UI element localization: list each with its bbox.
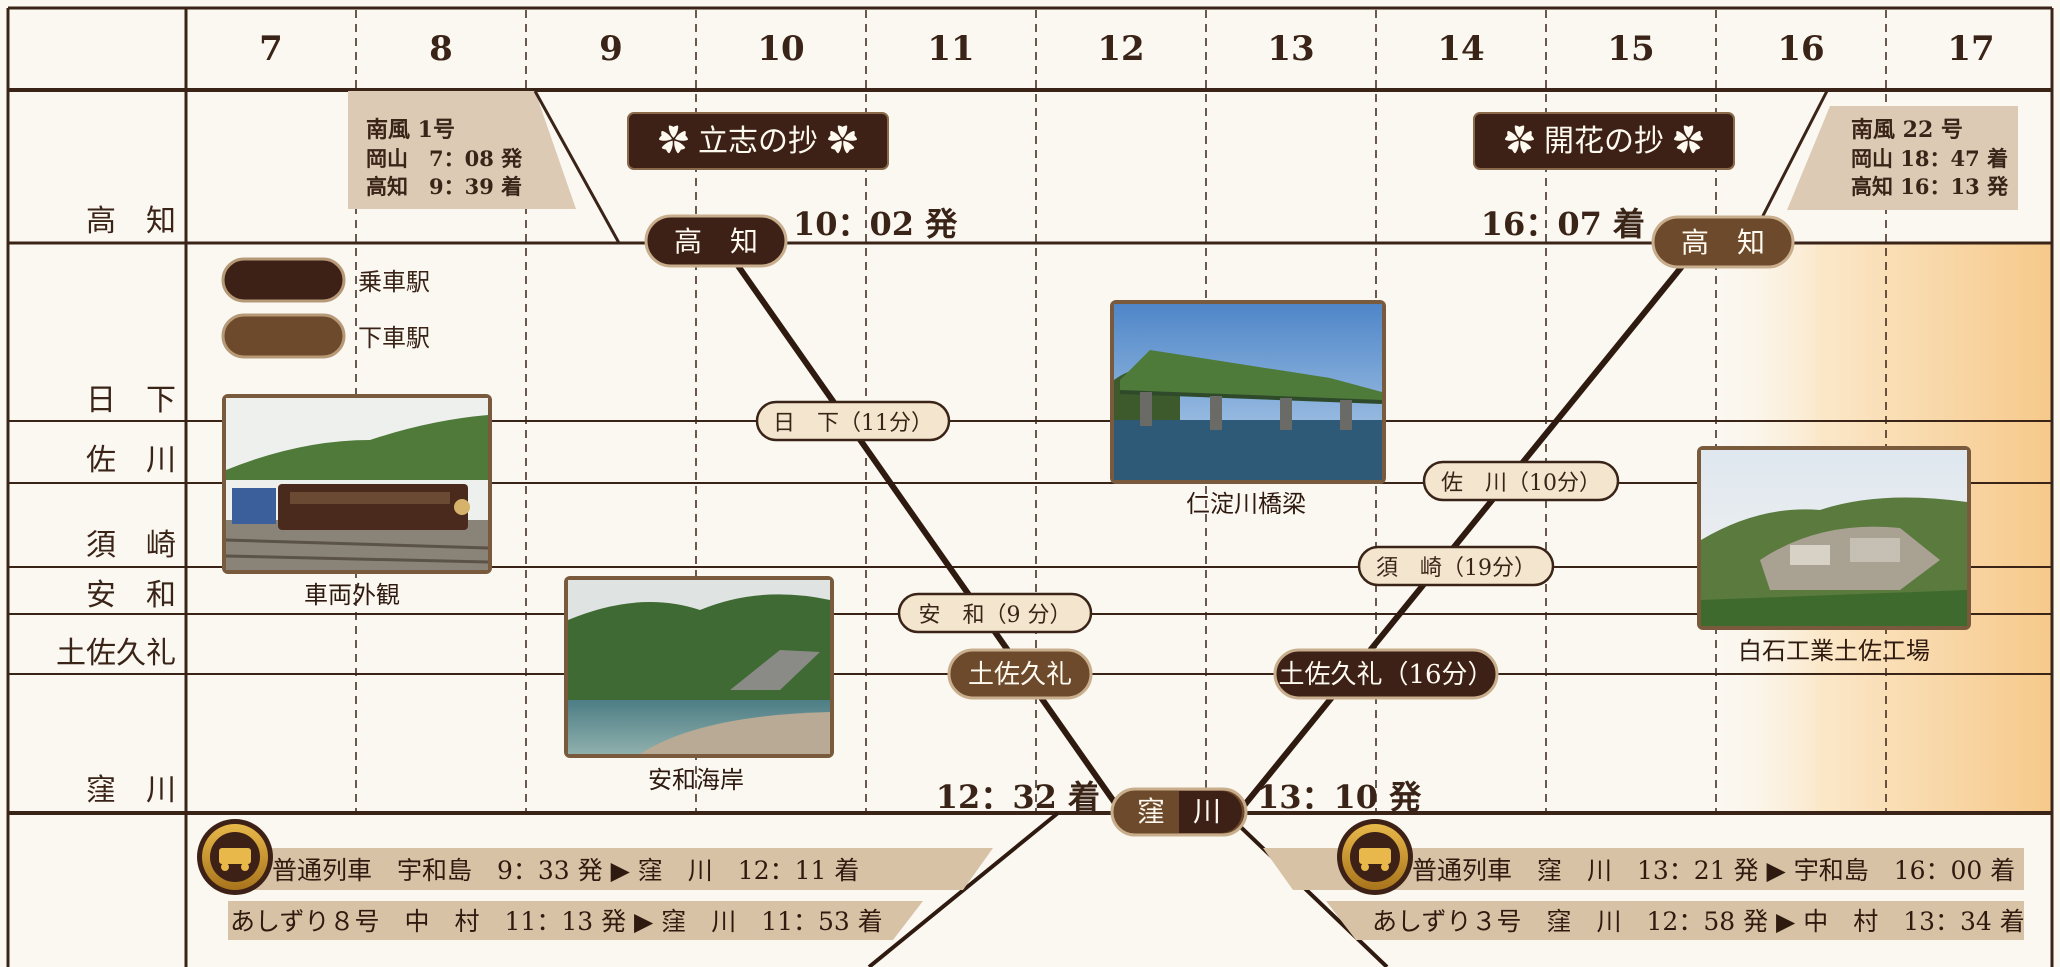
time-labels: 10：02 発 16：07 着 12：32 着 13：10 発 bbox=[793, 205, 1645, 816]
time-kubokawa-arr: 12：32 着 bbox=[936, 778, 1100, 816]
station-awa: 安 和 bbox=[86, 578, 176, 613]
footer-right: 普通列車 窪 川 13：21 発 ▶ 宇和島 16：00 着 あしずり３号 窪 … bbox=[1263, 848, 2025, 940]
photo-niyodo: 仁淀川橋梁 bbox=[1110, 300, 1386, 518]
title-kaika: ✿ 開花の抄 ✿ bbox=[1473, 112, 1735, 170]
pill-kubokawa: 窪 川 bbox=[1110, 787, 1248, 837]
pill-tosakure-2-label: 土佐久礼（16分） bbox=[1278, 660, 1493, 690]
pill-awa-label: 安 和（9 分） bbox=[919, 603, 1072, 628]
hour-13: 13 bbox=[1267, 29, 1314, 69]
footer-right-line2: あしずり３号 窪 川 12：58 発 ▶ 中 村 13：34 着 bbox=[1372, 907, 2025, 936]
title-risshi: ✿ 立志の抄 ✿ bbox=[627, 112, 889, 170]
pill-kubokawa-label: 窪 川 bbox=[1137, 795, 1221, 828]
station-tosakure: 土佐久礼 bbox=[56, 636, 176, 671]
nankaze22-arr: 岡山 18：47 着 bbox=[1851, 146, 2008, 171]
legend-alighting-swatch bbox=[221, 313, 346, 359]
route-outbound bbox=[719, 241, 1125, 815]
pill-sakawa: 佐 川（10分） bbox=[1422, 460, 1620, 502]
hour-10: 10 bbox=[757, 29, 804, 69]
pill-tosakure-1-label: 土佐久礼 bbox=[968, 660, 1072, 690]
time-kubokawa-dep: 13：10 発 bbox=[1257, 778, 1422, 816]
legend: 乗車駅 下車駅 bbox=[221, 257, 430, 359]
hour-16: 16 bbox=[1777, 29, 1824, 69]
nankaze22-dep: 高知 16：13 発 bbox=[1851, 174, 2009, 199]
hour-17: 17 bbox=[1947, 29, 1994, 69]
pill-susaki: 須 崎（19分） bbox=[1357, 545, 1555, 587]
photo-exterior: 車両外観 bbox=[222, 394, 492, 609]
legend-boarding-label: 乗車駅 bbox=[358, 268, 430, 296]
connection-nankaze22: 南風 22 号 岡山 18：47 着 高知 16：13 発 bbox=[1747, 90, 2018, 244]
pill-susaki-label: 須 崎（19分） bbox=[1376, 556, 1536, 581]
time-kochi-arr: 16：07 着 bbox=[1481, 205, 1645, 243]
nankaze22-name: 南風 22 号 bbox=[1851, 117, 1963, 143]
nankaze1-dep: 岡山 7：08 発 bbox=[366, 146, 523, 171]
nankaze1-arr: 高知 9：39 着 bbox=[366, 174, 522, 199]
hour-14: 14 bbox=[1437, 29, 1484, 69]
station-sakawa: 佐 川 bbox=[86, 443, 176, 478]
pill-kusaka: 日 下（11分） bbox=[755, 400, 951, 442]
hour-15: 15 bbox=[1607, 29, 1654, 69]
pill-kusaka-label: 日 下（11分） bbox=[773, 411, 933, 436]
railway-logo-left bbox=[197, 819, 273, 895]
station-labels: 高 知 日 下 佐 川 須 崎 安 和 土佐久礼 窪 川 bbox=[56, 204, 176, 808]
hour-12: 12 bbox=[1097, 29, 1144, 69]
title-kaika-text: ✿ 開花の抄 ✿ bbox=[1504, 124, 1703, 159]
photo-awa-coast-caption: 安和海岸 bbox=[648, 766, 744, 794]
nankaze1-name: 南風 1号 bbox=[366, 117, 455, 143]
pill-kochi-end-label: 高 知 bbox=[1681, 226, 1765, 259]
pill-kochi-start: 高 知 bbox=[644, 214, 788, 268]
photo-exterior-caption: 車両外観 bbox=[304, 581, 400, 609]
photo-niyodo-caption: 仁淀川橋梁 bbox=[1186, 490, 1306, 518]
photo-shiraishi-caption: 白石工業土佐工場 bbox=[1738, 637, 1930, 665]
footer-left-line1: 普通列車 宇和島 9：33 発 ▶ 窪 川 12：11 着 bbox=[272, 856, 859, 885]
title-risshi-text: ✿ 立志の抄 ✿ bbox=[658, 124, 857, 159]
pill-tosakure-2: 土佐久礼（16分） bbox=[1273, 648, 1499, 700]
connection-nankaze1: 南風 1号 岡山 7：08 発 高知 9：39 着 bbox=[348, 90, 621, 244]
pill-kochi-start-label: 高 知 bbox=[674, 225, 758, 258]
footer-left-line2: あしずり８号 中 村 11：13 発 ▶ 窪 川 11：53 着 bbox=[230, 907, 883, 936]
hour-7: 7 bbox=[259, 29, 283, 69]
footer-left: 普通列車 宇和島 9：33 発 ▶ 窪 川 12：11 着 あしずり８号 中 村… bbox=[228, 848, 993, 940]
photo-awa-coast: 安和海岸 bbox=[564, 576, 834, 794]
pill-tosakure-1: 土佐久礼 bbox=[947, 648, 1093, 700]
legend-alighting-label: 下車駅 bbox=[358, 324, 430, 352]
hour-8: 8 bbox=[429, 29, 453, 69]
railway-logo-right bbox=[1337, 819, 1413, 895]
pill-sakawa-label: 佐 川（10分） bbox=[1441, 471, 1601, 496]
footer-right-line1: 普通列車 窪 川 13：21 発 ▶ 宇和島 16：00 着 bbox=[1412, 856, 2015, 885]
pill-awa: 安 和（9 分） bbox=[897, 592, 1093, 634]
legend-boarding-swatch bbox=[221, 257, 346, 303]
photo-shiraishi: 白石工業土佐工場 bbox=[1697, 446, 1971, 665]
hour-9: 9 bbox=[599, 29, 623, 69]
station-kochi: 高 知 bbox=[86, 204, 176, 239]
station-kubokawa: 窪 川 bbox=[86, 773, 176, 808]
route-lines bbox=[719, 241, 1704, 815]
station-susaki: 須 崎 bbox=[86, 528, 176, 563]
hour-11: 11 bbox=[927, 29, 974, 69]
time-kochi-dep: 10：02 発 bbox=[793, 205, 958, 243]
pill-kochi-end: 高 知 bbox=[1651, 215, 1795, 269]
route-return bbox=[1235, 241, 1704, 815]
hour-labels: 7 8 9 10 11 12 13 14 15 16 17 bbox=[259, 29, 1995, 69]
station-kusaka: 日 下 bbox=[86, 383, 176, 418]
